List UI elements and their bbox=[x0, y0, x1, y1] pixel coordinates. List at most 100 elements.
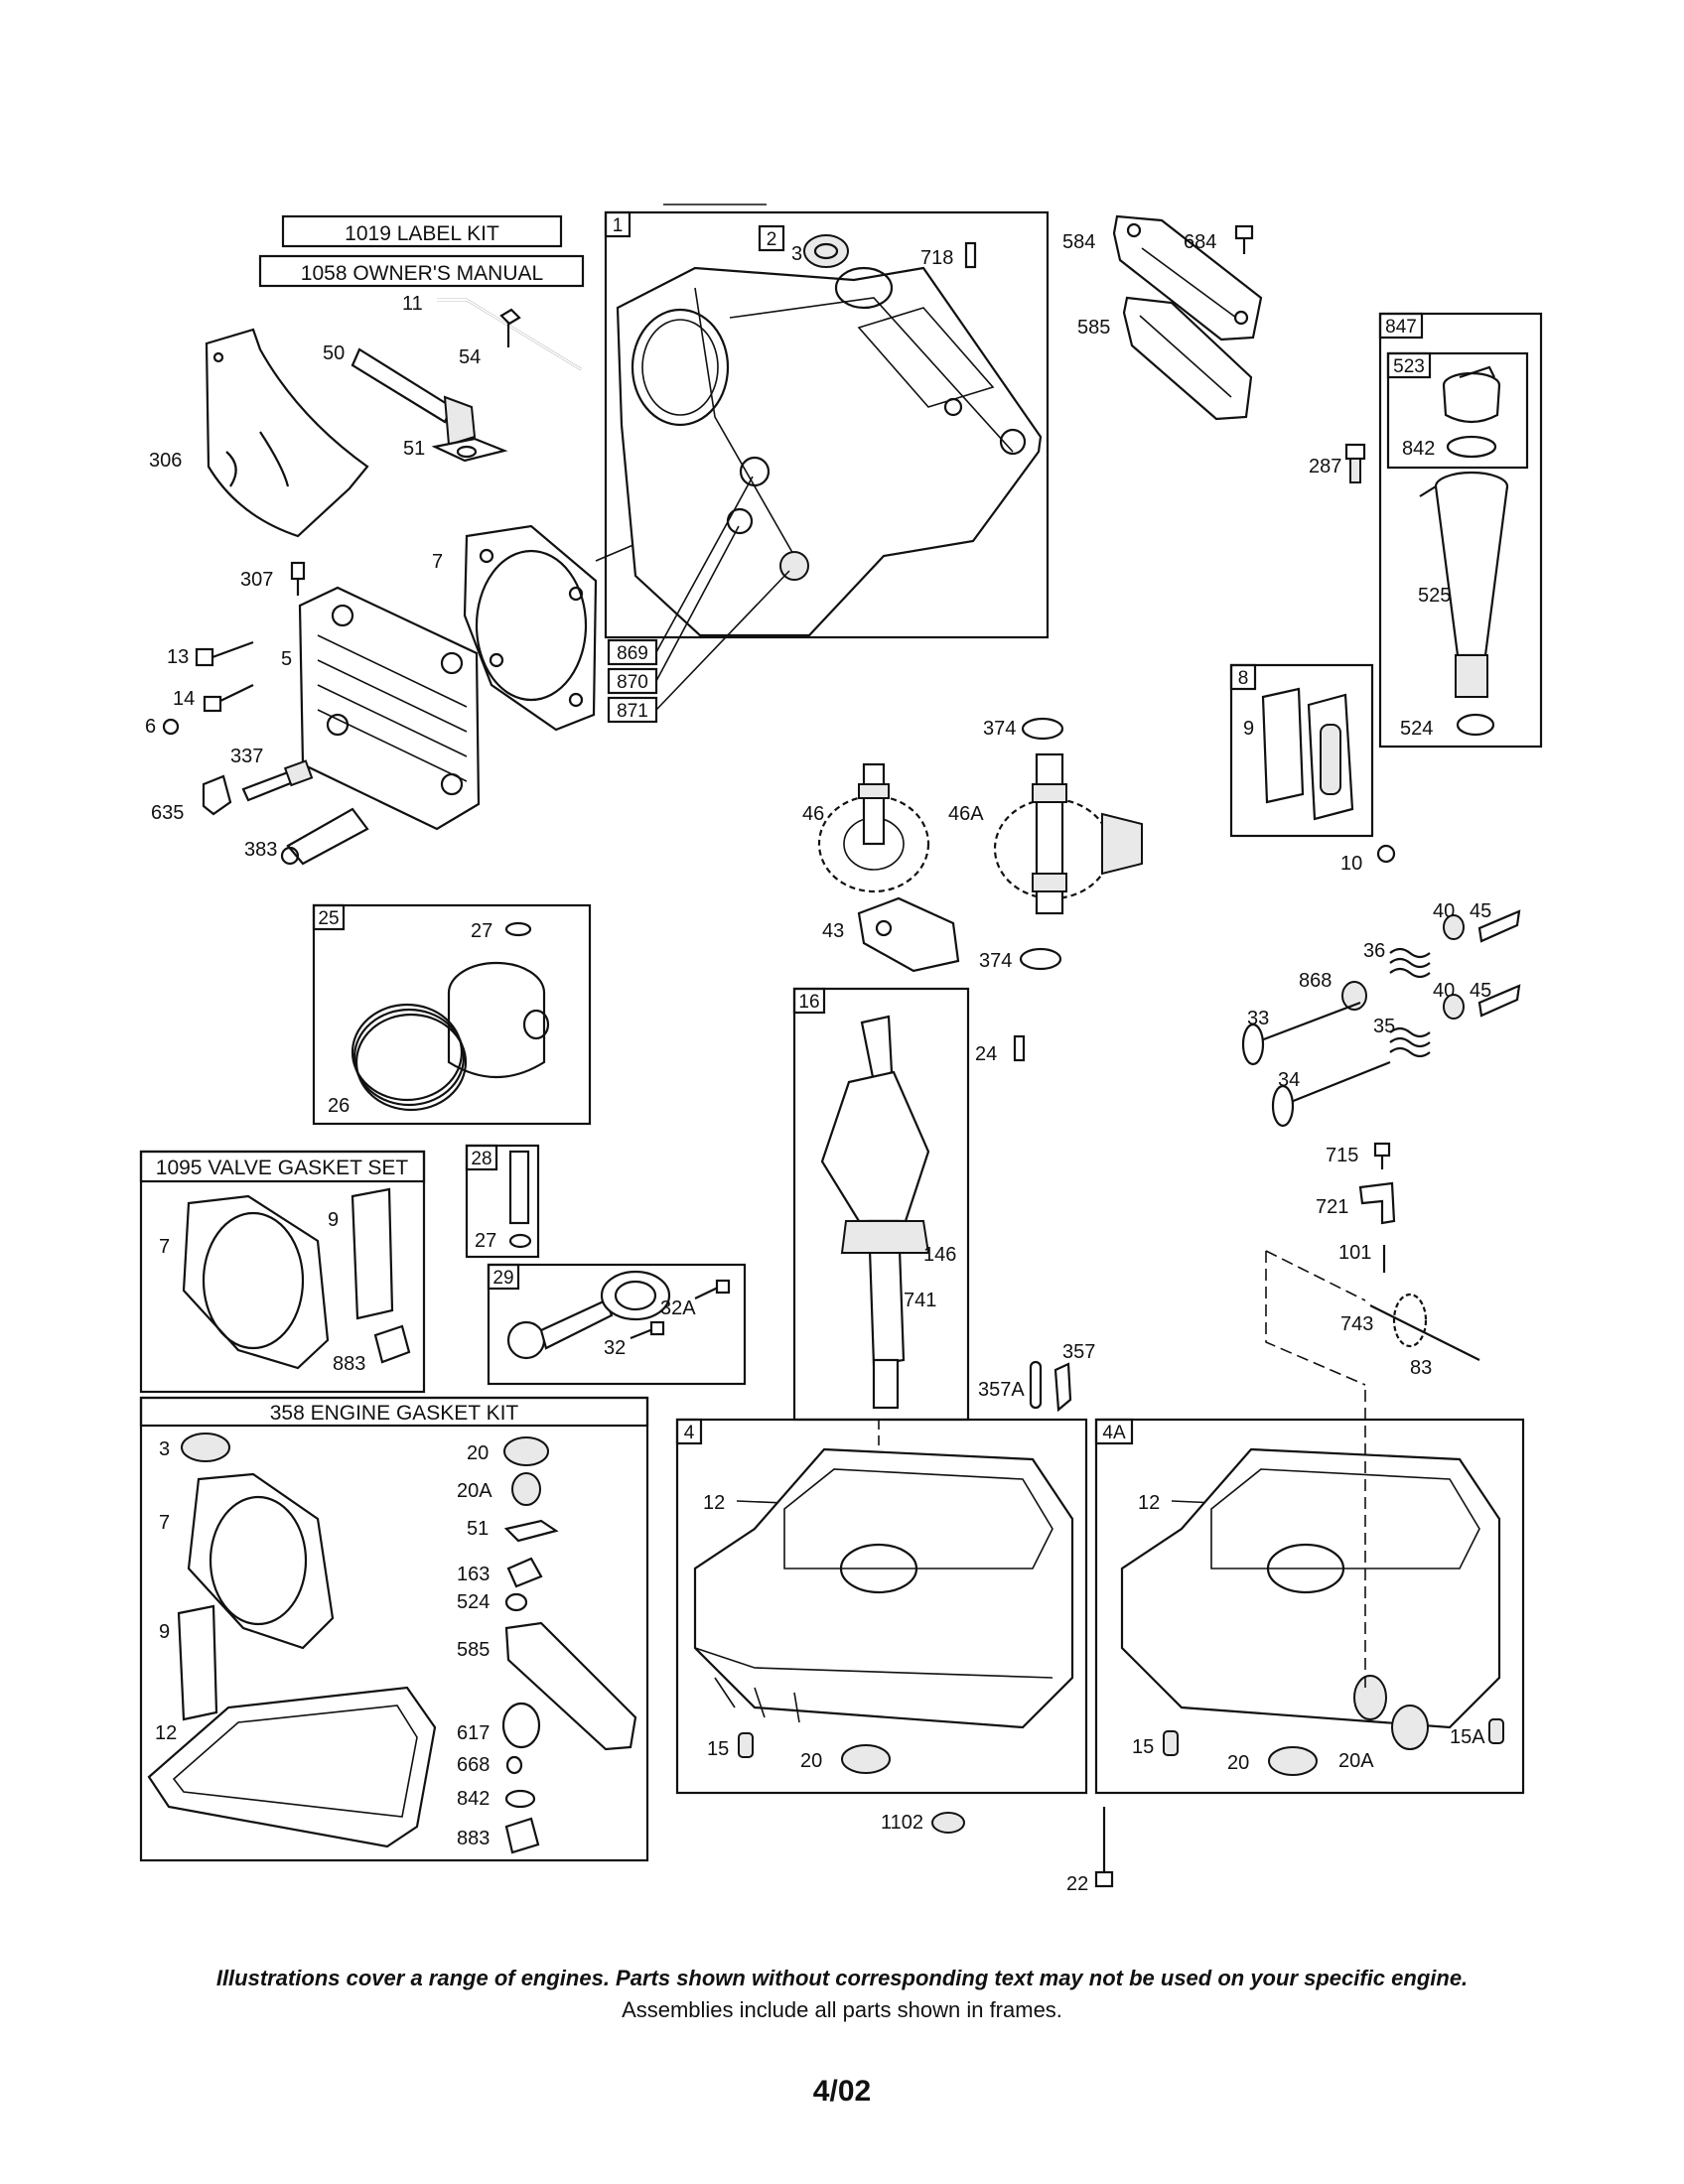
callout-20-sump: 20 bbox=[800, 1750, 822, 1772]
kit-part-20a-seal bbox=[511, 1472, 541, 1506]
callout-287: 287 bbox=[1309, 456, 1341, 478]
part-287-plug bbox=[1344, 443, 1366, 483]
part-46a-camshaft bbox=[993, 752, 1143, 915]
callout-12-sump4a: 12 bbox=[1138, 1492, 1160, 1514]
callout-9-valve: 9 bbox=[328, 1209, 339, 1231]
part-306-shield bbox=[205, 328, 369, 538]
assemblies-note: Assemblies include all parts shown in fr… bbox=[622, 1997, 1062, 2022]
callout-743: 743 bbox=[1340, 1313, 1373, 1335]
callout-10: 10 bbox=[1340, 853, 1362, 875]
part-45-cap-b bbox=[1477, 984, 1521, 1018]
kit-callout-883: 883 bbox=[457, 1828, 490, 1849]
callout-525: 525 bbox=[1418, 585, 1451, 607]
part-635-elbow bbox=[202, 774, 232, 816]
part-3-seal bbox=[803, 234, 849, 268]
callout-374-top: 374 bbox=[983, 718, 1016, 740]
callout-306: 306 bbox=[149, 450, 182, 472]
kit-part-842-ring bbox=[504, 1789, 536, 1809]
part-20-seal bbox=[841, 1744, 891, 1774]
part-16-crankshaft bbox=[820, 1015, 930, 1410]
callout-14: 14 bbox=[173, 688, 195, 710]
frame-870-number: 870 bbox=[617, 672, 648, 693]
callout-11: 11 bbox=[402, 293, 423, 315]
part-524-oring bbox=[1456, 713, 1495, 737]
part-54-screw bbox=[499, 308, 521, 347]
part-6-washer bbox=[162, 718, 180, 736]
part-11-dipstick-rod bbox=[437, 298, 582, 370]
frame-8-number: 8 bbox=[1238, 668, 1249, 689]
frame-16-number: 16 bbox=[798, 992, 819, 1013]
frame-523-number: 523 bbox=[1393, 356, 1425, 377]
callout-357a: 357A bbox=[978, 1379, 1025, 1401]
callout-684: 684 bbox=[1184, 231, 1216, 253]
part-43-governor bbox=[857, 896, 960, 973]
label-kit-text: 1019 LABEL KIT bbox=[345, 222, 499, 245]
callout-36: 36 bbox=[1363, 940, 1385, 962]
part-35-spring bbox=[1389, 1026, 1431, 1058]
callout-7-top: 7 bbox=[432, 551, 443, 573]
part-27-clip bbox=[508, 1233, 532, 1249]
callout-307: 307 bbox=[240, 569, 273, 591]
part-1-cylinder-block bbox=[616, 266, 1043, 637]
frame-25-piston: 25 27 26 bbox=[312, 903, 592, 1126]
owners-manual-box: 1058 OWNER'S MANUAL bbox=[258, 254, 585, 288]
part-721-bracket bbox=[1358, 1181, 1396, 1225]
part-32a-screw bbox=[694, 1279, 731, 1299]
part-22-bolt bbox=[1094, 1807, 1114, 1888]
callout-6: 6 bbox=[145, 716, 156, 738]
part-1102-seal bbox=[931, 1812, 965, 1834]
callout-374-bot: 374 bbox=[979, 950, 1012, 972]
kit-part-9-gasket bbox=[177, 1604, 218, 1721]
callout-54: 54 bbox=[459, 346, 481, 368]
frame-25-number: 25 bbox=[318, 908, 339, 929]
kit-callout-20a: 20A bbox=[457, 1480, 492, 1502]
callout-27-pin: 27 bbox=[475, 1230, 496, 1252]
callout-337: 337 bbox=[230, 746, 263, 767]
callout-24: 24 bbox=[975, 1043, 997, 1065]
kit-part-585-gasket bbox=[504, 1621, 637, 1751]
callout-15-sump4a: 15 bbox=[1132, 1736, 1154, 1758]
callout-26: 26 bbox=[328, 1095, 350, 1117]
callout-146: 146 bbox=[923, 1244, 956, 1266]
part-50-tube bbox=[351, 347, 477, 447]
part-9-breather-gasket bbox=[1261, 687, 1305, 804]
part-883-gasket-valve-set bbox=[373, 1324, 411, 1364]
callout-715: 715 bbox=[1326, 1145, 1358, 1166]
part-357a-key bbox=[1029, 1360, 1043, 1410]
callout-585-top: 585 bbox=[1077, 317, 1110, 339]
governor-leader bbox=[1265, 1250, 1366, 1386]
part-83-shaft bbox=[1369, 1304, 1480, 1361]
frame-1-number: 1 bbox=[613, 215, 624, 236]
leader-7 bbox=[595, 543, 636, 562]
kit-callout-668: 668 bbox=[457, 1754, 490, 1776]
part-14-stud bbox=[203, 684, 254, 713]
kit-part-668-washer bbox=[505, 1755, 523, 1775]
callout-1102: 1102 bbox=[881, 1812, 923, 1834]
callout-5: 5 bbox=[281, 648, 292, 670]
callout-32: 32 bbox=[604, 1337, 626, 1359]
callout-43: 43 bbox=[822, 920, 844, 942]
frame-869-number: 869 bbox=[617, 643, 648, 664]
callout-584: 584 bbox=[1062, 231, 1095, 253]
part-523-cap bbox=[1442, 365, 1501, 424]
callout-7-valve: 7 bbox=[159, 1236, 170, 1258]
frame-847-number: 847 bbox=[1385, 317, 1417, 338]
part-357-key bbox=[1053, 1362, 1072, 1413]
kit-part-617-oring bbox=[501, 1702, 541, 1749]
callout-35: 35 bbox=[1373, 1016, 1395, 1037]
kit-callout-585: 585 bbox=[457, 1639, 490, 1661]
part-7-head-gasket bbox=[463, 524, 598, 732]
kit-callout-617: 617 bbox=[457, 1722, 490, 1744]
part-51-gasket bbox=[431, 437, 508, 463]
callout-718: 718 bbox=[920, 247, 953, 269]
callout-357: 357 bbox=[1062, 1341, 1095, 1363]
callout-45a: 45 bbox=[1470, 900, 1491, 922]
kit-callout-842: 842 bbox=[457, 1788, 490, 1810]
callout-20-sump4a: 20 bbox=[1227, 1752, 1249, 1774]
callout-868: 868 bbox=[1299, 970, 1332, 992]
frame-358-engine-gasket-kit: 358 ENGINE GASKET KIT 3 7 9 12 20 20A 51… bbox=[139, 1396, 649, 1862]
kit-callout-7: 7 bbox=[159, 1512, 170, 1534]
part-10-screw bbox=[1376, 844, 1396, 864]
owners-manual-text: 1058 OWNER'S MANUAL bbox=[301, 262, 543, 285]
